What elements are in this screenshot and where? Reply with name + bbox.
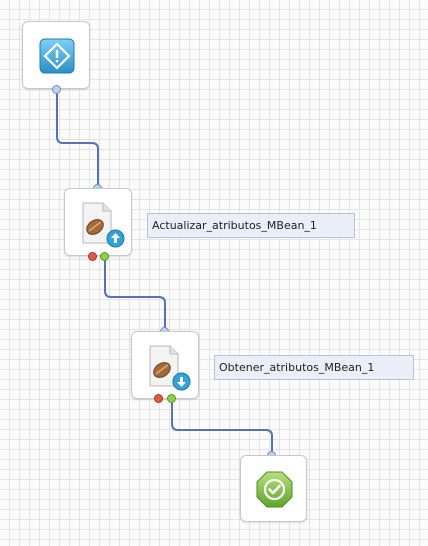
download-arrow-icon bbox=[172, 372, 191, 391]
update-error-port[interactable] bbox=[88, 252, 97, 261]
upload-arrow-icon bbox=[106, 229, 125, 248]
start-output-port[interactable] bbox=[52, 85, 61, 94]
bean-document-icon bbox=[79, 201, 123, 247]
connector-get-to-end[interactable] bbox=[171, 400, 273, 455]
task-label-update-mbean: Actualizar_atributos_MBean_1 bbox=[147, 213, 355, 238]
get-success-port[interactable] bbox=[167, 394, 176, 403]
task-node-get-mbean[interactable] bbox=[131, 331, 199, 399]
start-diamond-icon bbox=[39, 38, 75, 74]
connector-start-to-update[interactable] bbox=[56, 89, 99, 186]
connector-update-to-get[interactable] bbox=[104, 259, 166, 330]
get-error-port[interactable] bbox=[154, 394, 163, 403]
start-node[interactable] bbox=[22, 21, 90, 89]
update-success-port[interactable] bbox=[100, 252, 109, 261]
task-label-get-mbean: Obtener_atributos_MBean_1 bbox=[214, 355, 414, 380]
task-node-update-mbean[interactable] bbox=[64, 188, 132, 256]
bean-document-icon bbox=[146, 344, 190, 390]
end-node[interactable] bbox=[240, 455, 307, 522]
success-check-icon bbox=[256, 471, 293, 508]
